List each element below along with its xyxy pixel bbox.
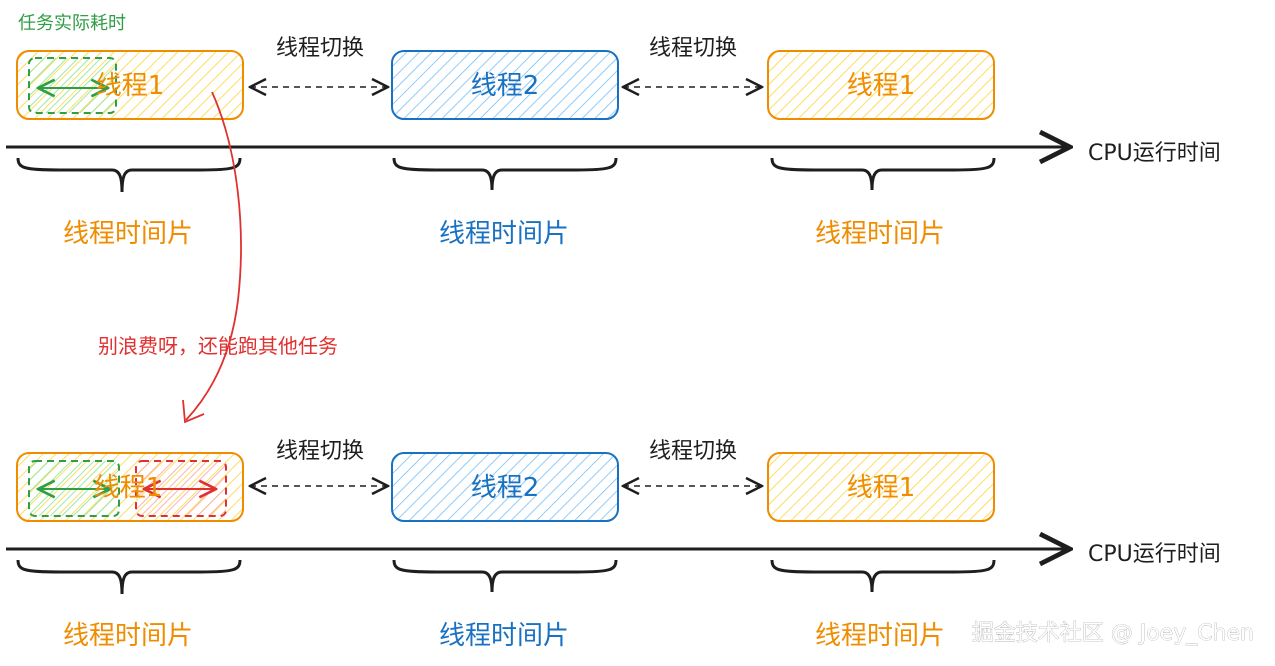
time-slice-brace bbox=[392, 157, 618, 191]
top-scenario: 任务实际耗时 线程1 线程切换 线程2 线程切换 线程1 CPU运行时间 bbox=[6, 13, 1221, 249]
thread-switch-label: 线程切换 bbox=[649, 439, 737, 464]
time-slice-label: 线程时间片 bbox=[439, 219, 569, 249]
thread-block-1: 线程1 bbox=[16, 50, 244, 120]
time-slice-label: 线程时间片 bbox=[815, 219, 945, 249]
time-slice-brace bbox=[770, 559, 996, 593]
watermark: 掘金技术社区 @ Joey_Chen bbox=[972, 621, 1254, 646]
reuse-arrow-head bbox=[182, 399, 205, 424]
time-slice-label: 线程时间片 bbox=[815, 621, 945, 651]
reuse-annotation: 别浪费呀，还能跑其他任务 bbox=[98, 91, 338, 424]
time-slice-brace bbox=[770, 157, 996, 191]
thread-block-3: 线程1 bbox=[767, 50, 995, 120]
thread-block-1: 线程1 bbox=[16, 452, 244, 522]
thread-block-label: 线程2 bbox=[471, 473, 540, 503]
thread-switch-label: 线程切换 bbox=[276, 439, 364, 464]
thread-block-label: 线程1 bbox=[847, 473, 916, 503]
bottom-scenario: 线程1 线程切换 线程2 线程切换 线程1 CPU运行时间 线程时间片 线程时间… bbox=[6, 439, 1221, 651]
time-slice-label: 线程时间片 bbox=[63, 621, 193, 651]
thread-switch-label: 线程切换 bbox=[276, 36, 364, 61]
axis-label: CPU运行时间 bbox=[1088, 542, 1221, 567]
annotation-label: 别浪费呀，还能跑其他任务 bbox=[98, 334, 338, 358]
thread-block-2: 线程2 bbox=[391, 452, 619, 522]
time-slice-brace bbox=[16, 157, 242, 193]
time-slice-brace bbox=[392, 559, 618, 593]
thread-block-3: 线程1 bbox=[767, 452, 995, 522]
thread-block-label: 线程2 bbox=[471, 71, 540, 101]
thread-block-label: 线程1 bbox=[94, 473, 163, 503]
thread-block-2: 线程2 bbox=[391, 50, 619, 120]
time-slice-brace bbox=[16, 559, 242, 595]
thread-block-label: 线程1 bbox=[96, 71, 165, 101]
time-slice-label: 线程时间片 bbox=[439, 621, 569, 651]
thread-switch-label: 线程切换 bbox=[649, 36, 737, 61]
time-slice-label: 线程时间片 bbox=[63, 219, 193, 249]
thread-block-label: 线程1 bbox=[847, 71, 916, 101]
axis-label: CPU运行时间 bbox=[1088, 141, 1221, 166]
task-time-label: 任务实际耗时 bbox=[18, 13, 126, 34]
reuse-arrow bbox=[185, 91, 242, 421]
